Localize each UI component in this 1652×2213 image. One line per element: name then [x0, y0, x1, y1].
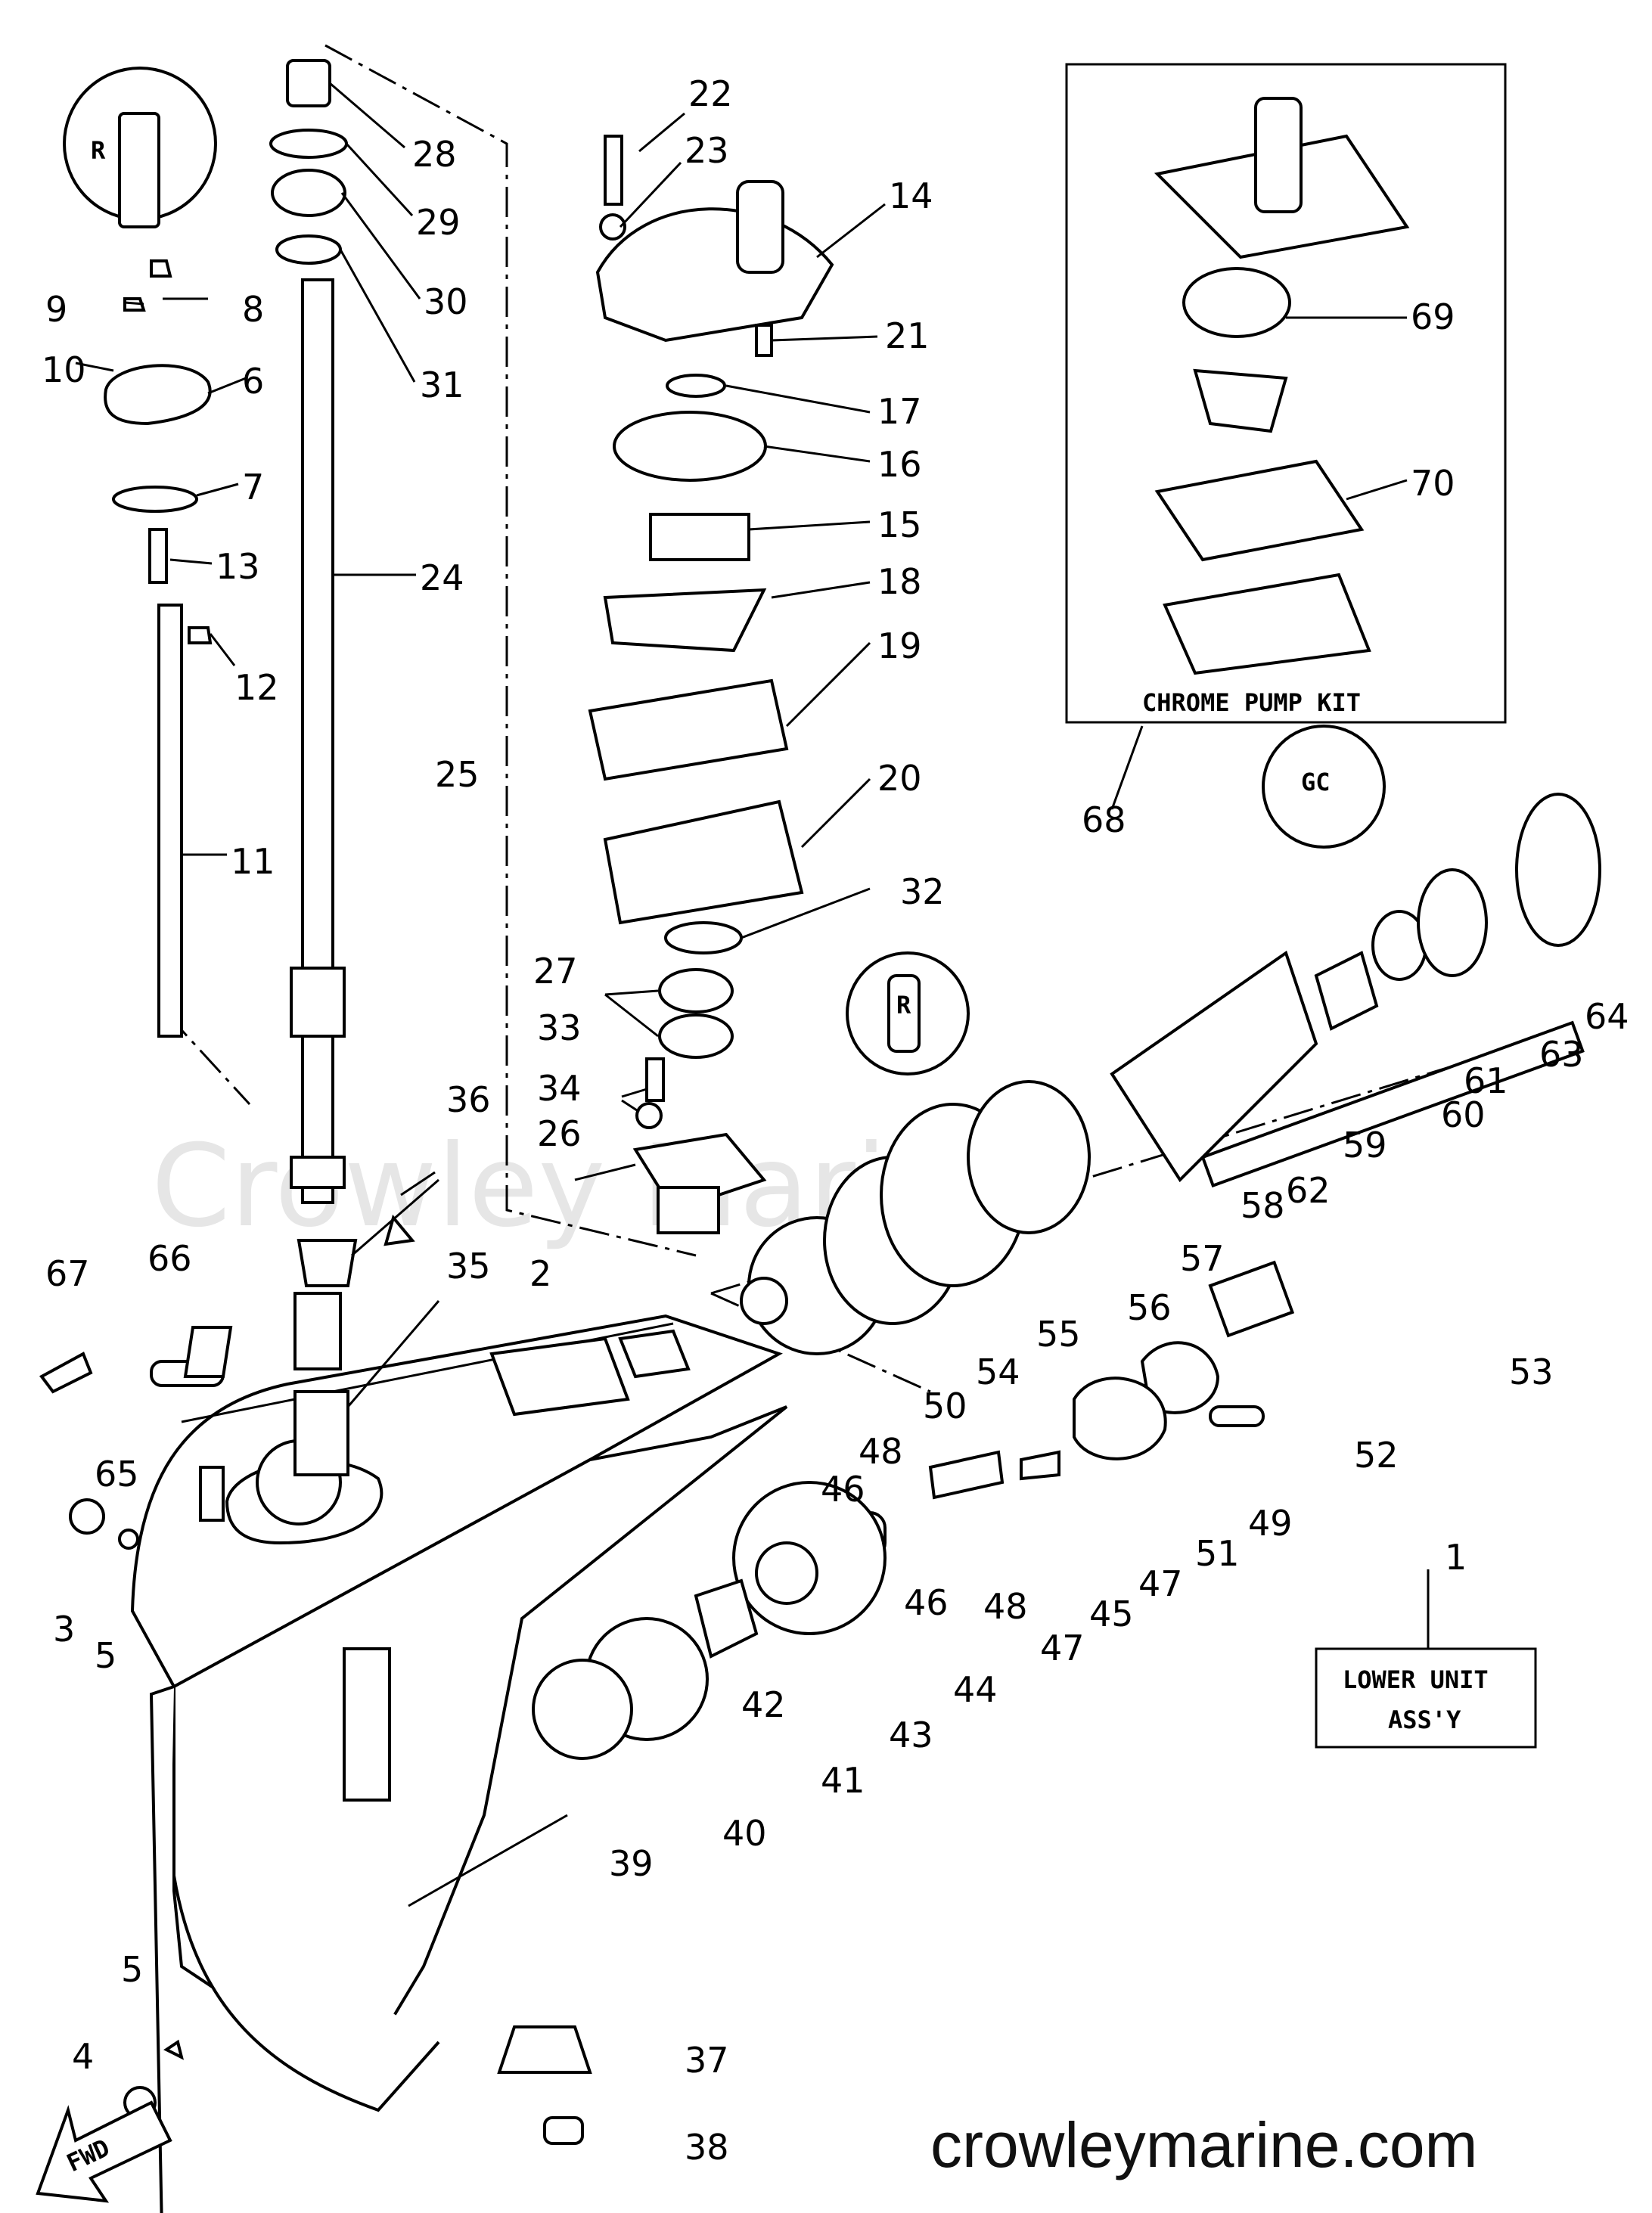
callout-17: 17 — [877, 391, 922, 432]
callout-33: 33 — [537, 1007, 582, 1048]
callout-25: 25 — [435, 754, 480, 795]
water-pump-assembly — [588, 135, 970, 1234]
callout-28: 28 — [412, 134, 457, 175]
callout-48a: 48 — [859, 1431, 903, 1472]
callout-48b: 48 — [983, 1586, 1028, 1627]
callout-38: 38 — [685, 2127, 729, 2168]
lower-unit-assy-box: LOWER UNIT ASS'Y — [1315, 1569, 1537, 1749]
callout-59: 59 — [1343, 1125, 1387, 1165]
callout-44: 44 — [953, 1669, 998, 1710]
callout-27: 27 — [533, 951, 578, 992]
callout-26: 26 — [537, 1113, 582, 1154]
callout-55: 55 — [1036, 1314, 1081, 1355]
callout-16: 16 — [877, 444, 922, 485]
callout-56: 56 — [1127, 1287, 1172, 1328]
callout-37: 37 — [685, 2040, 729, 2081]
callout-47b: 47 — [1040, 1628, 1085, 1668]
lower-unit-housing — [130, 1314, 788, 2213]
callout-54: 54 — [976, 1352, 1020, 1392]
callout-70: 70 — [1411, 463, 1455, 504]
chrome-pump-kit-box: CHROME PUMP KIT — [1065, 63, 1507, 724]
callout-21: 21 — [885, 315, 930, 356]
inset-mark-gc: GC — [1301, 768, 1331, 796]
callout-29: 29 — [416, 202, 461, 243]
callout-40: 40 — [722, 1813, 767, 1854]
callout-52: 52 — [1354, 1435, 1399, 1476]
chrome-pump-kit-label: CHROME PUMP KIT — [1142, 688, 1361, 717]
callout-5a: 5 — [95, 1635, 116, 1676]
callout-42: 42 — [741, 1684, 786, 1725]
callout-10: 10 — [42, 349, 86, 390]
propeller-shaft-assembly — [532, 725, 1601, 1760]
fwd-arrow-icon: FWD — [36, 2100, 172, 2203]
callout-3: 3 — [53, 1609, 75, 1650]
callout-65: 65 — [95, 1454, 139, 1494]
callout-61: 61 — [1464, 1060, 1508, 1101]
inset-mark-r1: R — [91, 136, 106, 165]
callout-20: 20 — [877, 758, 922, 799]
callout-69: 69 — [1411, 296, 1455, 337]
callout-4: 4 — [72, 2036, 94, 2077]
callout-9: 9 — [45, 289, 67, 330]
callout-13: 13 — [216, 546, 260, 587]
callout-47a: 47 — [1138, 1563, 1183, 1604]
drive-shaft-assembly — [269, 59, 415, 1476]
callout-51: 51 — [1195, 1533, 1240, 1574]
callout-45: 45 — [1089, 1594, 1134, 1634]
callout-7: 7 — [242, 467, 264, 507]
callout-34: 34 — [537, 1068, 582, 1109]
callout-67: 67 — [45, 1253, 90, 1294]
callout-14: 14 — [889, 175, 933, 216]
callout-53: 53 — [1509, 1352, 1554, 1392]
callout-64: 64 — [1585, 996, 1629, 1037]
callout-30: 30 — [424, 281, 468, 322]
callout-labels: 2 3 4 5 5 6 7 8 9 10 11 12 13 14 15 16 1… — [42, 73, 1629, 2168]
callout-66: 66 — [148, 1238, 192, 1279]
callout-15: 15 — [877, 504, 922, 545]
callout-6: 6 — [242, 361, 264, 402]
callout-23: 23 — [685, 130, 729, 171]
inset-marks: R R GC — [91, 136, 1331, 1020]
leader-lines — [75, 82, 1408, 1408]
inset-mark-r2: R — [896, 991, 911, 1020]
callout-22: 22 — [688, 73, 733, 114]
callout-31: 31 — [420, 365, 464, 405]
callout-63: 63 — [1539, 1034, 1584, 1075]
left-fittings — [39, 1326, 592, 2145]
callout-68: 68 — [1082, 799, 1126, 840]
callout-43: 43 — [889, 1715, 933, 1755]
callout-36: 36 — [446, 1079, 491, 1120]
callout-49: 49 — [1248, 1503, 1293, 1544]
callout-8: 8 — [242, 289, 264, 330]
assy-label: ASS'Y — [1388, 1706, 1461, 1734]
callout-11: 11 — [231, 841, 275, 882]
callout-50: 50 — [923, 1386, 967, 1426]
callout-32: 32 — [900, 871, 945, 912]
callout-60: 60 — [1441, 1094, 1486, 1135]
callout-46b: 46 — [904, 1582, 949, 1623]
callout-57: 57 — [1180, 1238, 1225, 1279]
callout-39: 39 — [609, 1843, 654, 1884]
callout-41: 41 — [821, 1760, 865, 1801]
callout-12: 12 — [234, 667, 279, 708]
callout-2: 2 — [529, 1253, 551, 1294]
callout-58: 58 — [1241, 1185, 1285, 1226]
shift-rod-assembly — [63, 67, 217, 1038]
callout-46a: 46 — [821, 1469, 865, 1510]
callout-62: 62 — [1286, 1170, 1331, 1211]
site-label: crowleymarine.com — [930, 2109, 1478, 2180]
callout-35: 35 — [446, 1246, 491, 1287]
callout-5b: 5 — [121, 1949, 143, 1990]
callout-1: 1 — [1445, 1537, 1467, 1578]
callout-24: 24 — [420, 557, 464, 598]
callout-19: 19 — [877, 625, 922, 666]
lower-unit-label: LOWER UNIT — [1343, 1665, 1489, 1694]
callout-18: 18 — [877, 561, 922, 602]
